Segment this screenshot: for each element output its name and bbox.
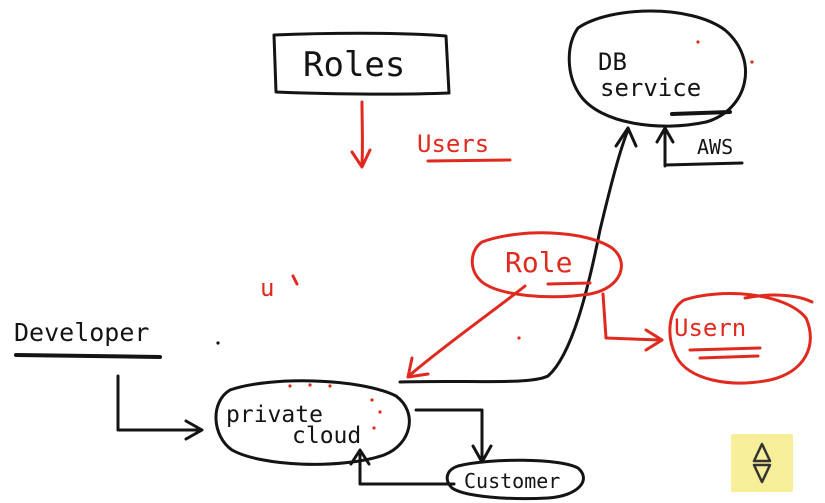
corner-badge xyxy=(731,434,793,492)
up-down-arrows-icon xyxy=(752,442,772,484)
users-note: Users xyxy=(417,130,512,163)
customer-node: Customer xyxy=(445,458,585,501)
private-cloud-node: private cloud xyxy=(214,379,411,466)
db-service-node: DB service xyxy=(567,9,747,128)
role-label: Role xyxy=(505,246,572,279)
cloud-to-db-connector xyxy=(398,126,638,384)
cloud-label: cloud xyxy=(292,423,361,449)
users-label: Users xyxy=(417,130,489,158)
db-label: DB xyxy=(598,48,627,76)
up-tick xyxy=(291,274,299,286)
developer-node: Developer xyxy=(14,318,162,359)
role-node: Role xyxy=(470,231,623,299)
developer-label: Developer xyxy=(14,318,149,347)
usern-label: Usern xyxy=(674,314,746,342)
service-label: service xyxy=(600,74,701,102)
private-label: private xyxy=(226,402,323,428)
role-to-usern-arrow xyxy=(601,292,664,352)
usern-node: Usern xyxy=(668,292,814,385)
customer-label: Customer xyxy=(464,469,560,493)
up-scribble: u xyxy=(260,274,274,302)
roles-box: Roles xyxy=(272,31,451,96)
roles-label: Roles xyxy=(303,45,405,85)
developer-to-cloud-arrow xyxy=(116,374,204,441)
role-to-cloud-arrow xyxy=(406,284,527,379)
roles-down-arrow xyxy=(350,100,372,169)
aws-label: AWS xyxy=(697,135,733,159)
aws-arrow: AWS xyxy=(655,126,744,168)
